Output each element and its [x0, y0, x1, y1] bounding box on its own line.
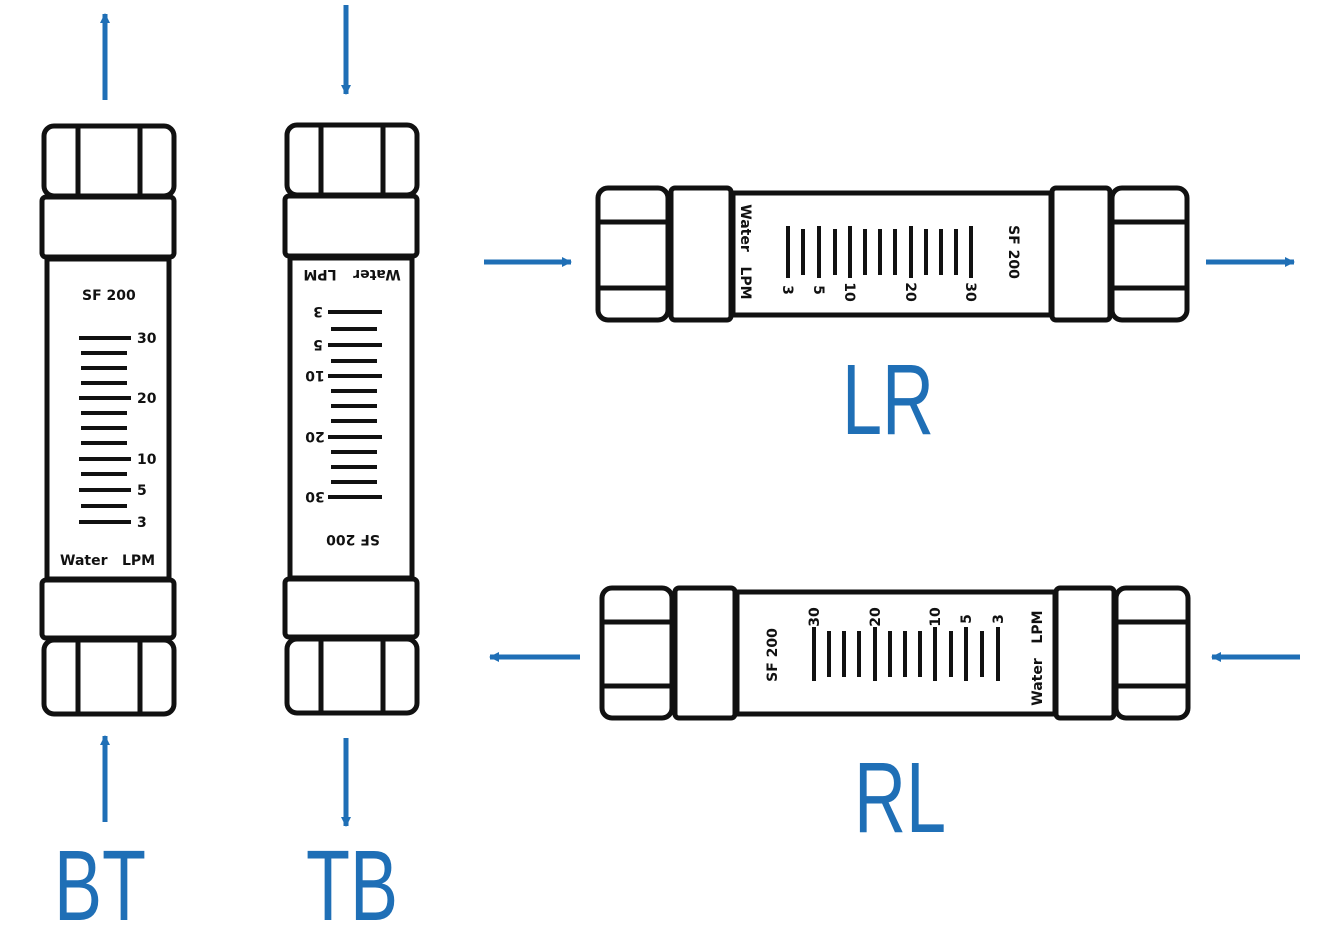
scale-tb — [328, 310, 382, 499]
scale-label-30: 30 — [305, 488, 325, 504]
fluid-label: Water — [1030, 658, 1046, 706]
label-bt: BT — [54, 830, 147, 942]
top-fitting-collar — [39, 194, 177, 260]
left-fitting-collar — [668, 185, 734, 323]
scale-label-20: 20 — [137, 391, 157, 407]
scale-label-5: 5 — [810, 285, 826, 295]
fluid-label: Water — [60, 553, 108, 569]
unit-label: LPM — [303, 266, 336, 282]
label-tb: TB — [306, 830, 399, 942]
left-fitting-nut — [599, 585, 675, 721]
model-label: SF 200 — [326, 531, 380, 547]
label-lr: LR — [842, 344, 935, 456]
meter-rl — [599, 585, 1191, 721]
model-label: SF 200 — [765, 628, 781, 682]
scale-label-30: 30 — [962, 282, 978, 302]
scale-label-30: 30 — [807, 607, 823, 627]
right-fitting-nut — [1109, 185, 1190, 323]
model-label: SF 200 — [82, 288, 136, 304]
scale-label-5: 5 — [959, 614, 975, 624]
top-fitting-nut — [41, 123, 177, 199]
scale-label-20: 20 — [305, 428, 325, 444]
scale-label-10: 10 — [137, 452, 157, 468]
right-fitting-collar — [1049, 185, 1113, 323]
sight-tube — [734, 589, 1058, 717]
sight-tube — [44, 256, 172, 582]
top-fitting-nut — [284, 122, 420, 198]
scale-label-3: 3 — [137, 515, 147, 531]
sight-tube — [287, 255, 415, 581]
scale-label-3: 3 — [991, 614, 1007, 624]
right-fitting-nut — [1113, 585, 1191, 721]
scale-label-3: 3 — [779, 285, 795, 295]
right-fitting-collar — [1053, 585, 1117, 721]
bottom-fitting-collar — [39, 577, 177, 641]
scale-label-30: 30 — [137, 331, 157, 347]
bottom-fitting-nut — [41, 637, 177, 717]
scale-label-10: 10 — [928, 607, 944, 627]
meter-lr — [595, 185, 1190, 323]
scale-label-5: 5 — [313, 336, 323, 352]
scale-label-10: 10 — [305, 367, 325, 383]
top-fitting-collar — [282, 193, 420, 259]
scale-rl — [812, 627, 1000, 681]
label-rl: RL — [854, 742, 947, 854]
bottom-fitting-nut — [284, 636, 420, 716]
fluid-label: Water — [737, 204, 753, 252]
scale-label-20: 20 — [868, 607, 884, 627]
meter-bt — [39, 123, 177, 717]
scale-label-10: 10 — [841, 282, 857, 302]
unit-label: LPM — [737, 266, 753, 299]
fluid-label: Water — [353, 266, 401, 282]
left-fitting-collar — [672, 585, 738, 721]
left-fitting-nut — [595, 185, 671, 323]
bottom-fitting-collar — [282, 576, 420, 640]
scale-bt — [79, 336, 131, 524]
scale-label-5: 5 — [137, 483, 147, 499]
model-label: SF 200 — [1005, 225, 1021, 279]
sight-tube — [730, 190, 1054, 318]
scale-label-3: 3 — [313, 303, 323, 319]
scale-lr — [786, 226, 973, 278]
unit-label: LPM — [1030, 610, 1046, 643]
scale-label-20: 20 — [902, 282, 918, 302]
unit-label: LPM — [122, 553, 155, 569]
